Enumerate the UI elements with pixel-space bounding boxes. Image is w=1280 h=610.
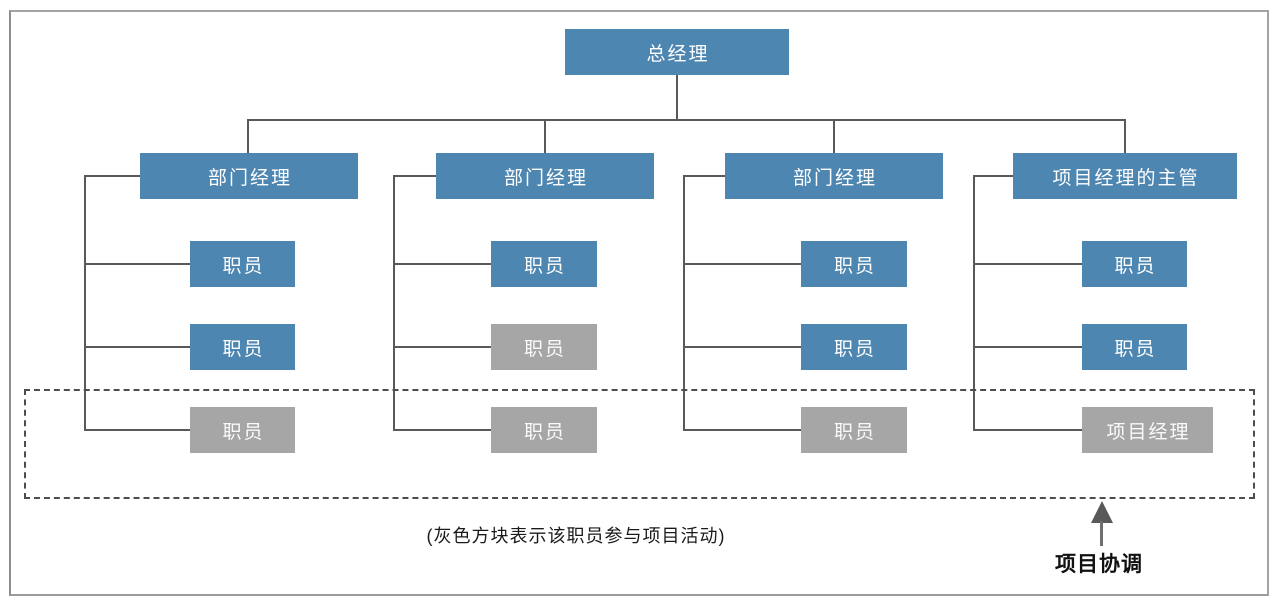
node-staff-c3-r1: 职员 xyxy=(801,241,907,287)
project-activity-dashed-region xyxy=(24,389,1255,499)
stub-col3-row2 xyxy=(683,346,801,348)
outer-border xyxy=(9,10,1269,596)
stub-col1-row2 xyxy=(84,346,190,348)
bracket-vertical-col3 xyxy=(683,175,685,431)
legend-caption: (灰色方块表示该职员参与项目活动) xyxy=(426,526,726,546)
node-general-manager: 总经理 xyxy=(565,29,789,75)
bracket-top-col1 xyxy=(84,175,140,177)
node-staff-c1-r3: 职员 xyxy=(190,407,295,453)
up-arrow-icon xyxy=(1091,501,1113,523)
node-staff-c1-r2: 职员 xyxy=(190,324,295,370)
node-staff-c2-r1: 职员 xyxy=(491,241,597,287)
stub-col4-row1 xyxy=(973,263,1082,265)
bracket-top-col4 xyxy=(973,175,1013,177)
stub-col2-row2 xyxy=(393,346,491,348)
node-dept-manager-1: 部门经理 xyxy=(140,153,358,199)
node-project-manager-supervisor: 项目经理的主管 xyxy=(1013,153,1237,199)
up-arrow-shaft xyxy=(1100,521,1103,546)
bracket-vertical-col4 xyxy=(973,175,975,431)
stub-col2-row1 xyxy=(393,263,491,265)
connector-drop-col2 xyxy=(544,119,546,153)
node-staff-c2-r2: 职员 xyxy=(491,324,597,370)
stub-col3-row3 xyxy=(683,429,801,431)
bracket-top-col2 xyxy=(393,175,436,177)
node-staff-c4-r2: 职员 xyxy=(1082,324,1187,370)
stub-col2-row3 xyxy=(393,429,491,431)
connector-drop-col3 xyxy=(833,119,835,153)
bracket-top-col3 xyxy=(683,175,725,177)
stub-col4-row3 xyxy=(973,429,1082,431)
project-coordination-label: 项目协调 xyxy=(1055,553,1143,576)
node-staff-c3-r2: 职员 xyxy=(801,324,907,370)
stub-col4-row2 xyxy=(973,346,1082,348)
node-project-manager: 项目经理 xyxy=(1082,407,1213,453)
node-staff-c1-r1: 职员 xyxy=(190,241,295,287)
node-staff-c4-r1: 职员 xyxy=(1082,241,1187,287)
bracket-vertical-col1 xyxy=(84,175,86,431)
stub-col1-row1 xyxy=(84,263,190,265)
stub-col1-row3 xyxy=(84,429,190,431)
connector-root-drop xyxy=(676,75,678,119)
node-dept-manager-3: 部门经理 xyxy=(725,153,943,199)
node-dept-manager-2: 部门经理 xyxy=(436,153,654,199)
connector-drop-col4 xyxy=(1124,119,1126,153)
connector-drop-col1 xyxy=(247,119,249,153)
node-staff-c3-r3: 职员 xyxy=(801,407,907,453)
stub-col3-row1 xyxy=(683,263,801,265)
bracket-vertical-col2 xyxy=(393,175,395,431)
connector-top-horizontal xyxy=(247,119,1126,121)
node-staff-c2-r3: 职员 xyxy=(491,407,597,453)
